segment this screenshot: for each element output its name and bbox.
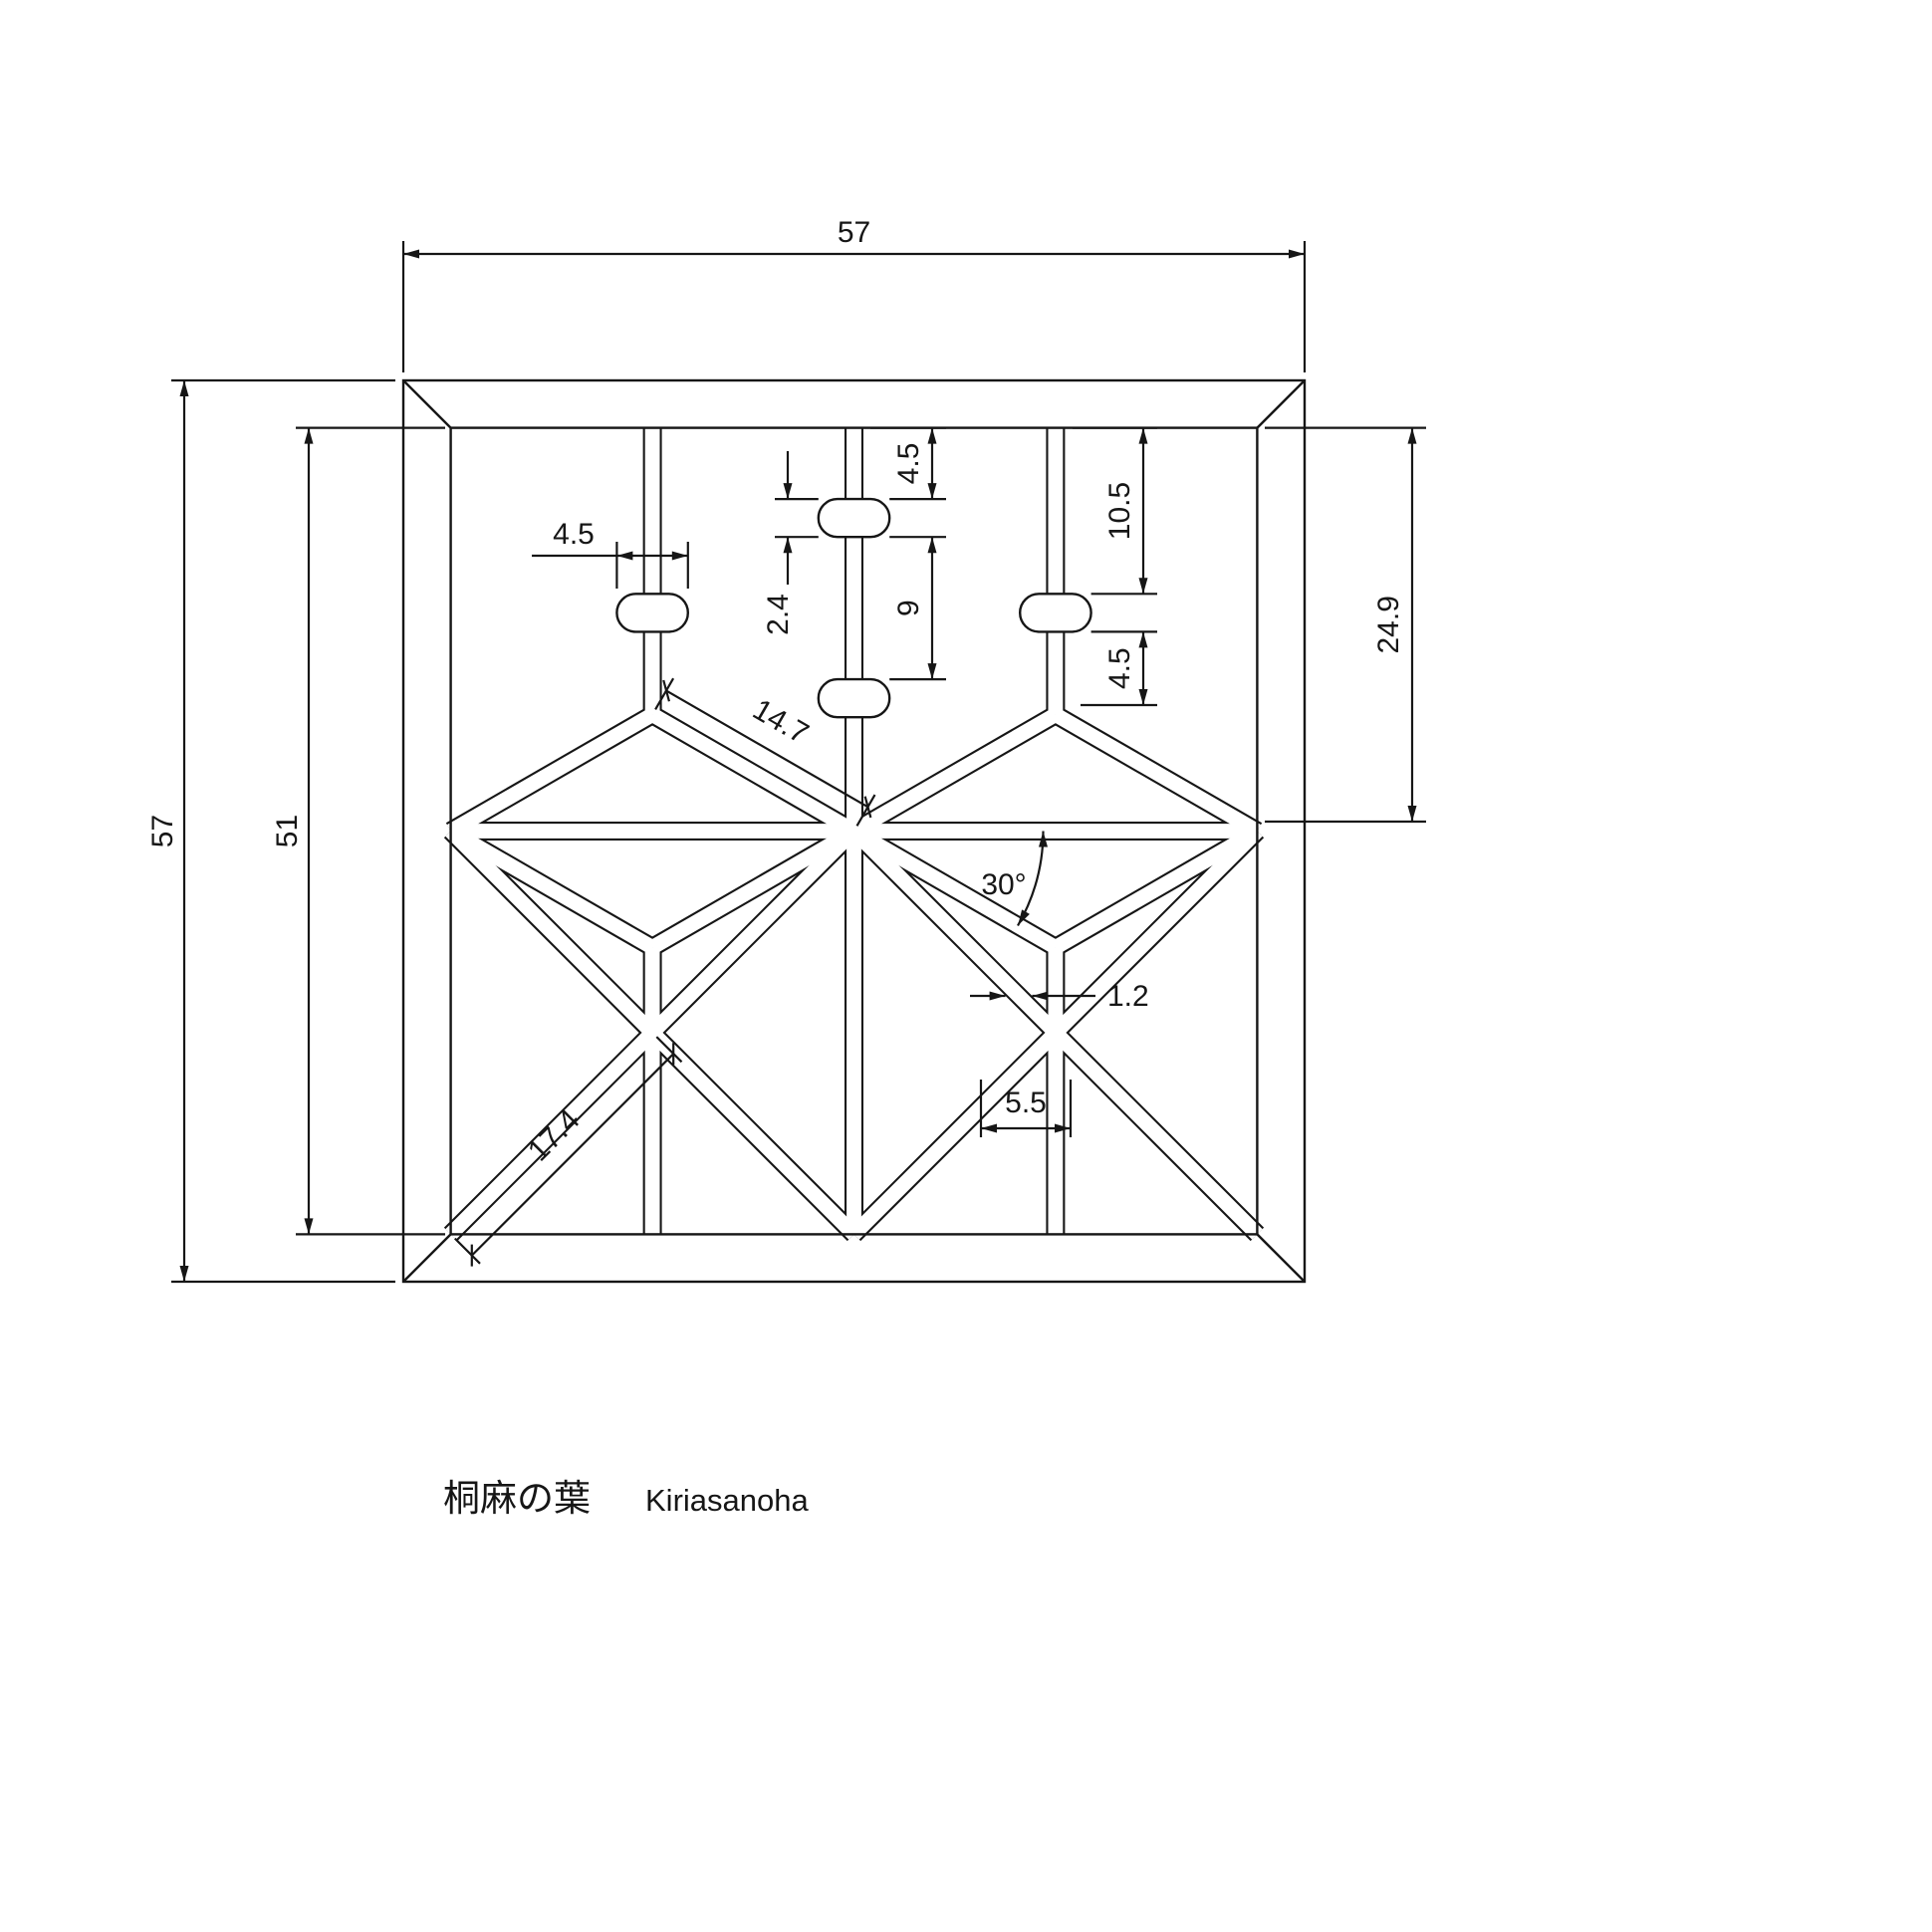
dim-overall-width: 57	[401, 216, 1307, 372]
frame-miter	[1256, 1233, 1306, 1283]
dim-label: 57	[146, 815, 179, 847]
frame-miter	[402, 1233, 452, 1283]
dim-top-to-center-rail: 24.9	[1265, 426, 1426, 824]
dimension-line	[471, 1053, 674, 1257]
frame-miter	[402, 379, 452, 429]
bead-center-upper	[817, 497, 891, 539]
dim-bead-spacing: 9	[889, 536, 946, 681]
dim-bead-offset-top: 4.5	[870, 426, 946, 501]
dim-label: 57	[838, 216, 870, 249]
dim-label: 2.4	[762, 594, 795, 635]
dim-side-bead-offset: 10.5	[1073, 426, 1157, 596]
pattern-title-japanese: 桐麻の葉	[443, 1478, 591, 1519]
dim-label: 30°	[981, 868, 1026, 901]
dim-side-bead-to-leaf: 4.5	[1081, 630, 1157, 707]
dim-label: 5.5	[1005, 1087, 1047, 1119]
dimensions: 57 57 51 4.5 4.5	[146, 216, 1426, 1284]
dim-label: 9	[892, 600, 925, 616]
extension-line	[654, 677, 675, 710]
bead-left	[615, 593, 690, 633]
dim-strip-width: 1.2	[970, 980, 1149, 1013]
oblique-tick	[863, 796, 872, 819]
frame-outer	[401, 378, 1307, 1284]
dim-label: 4.5	[892, 443, 925, 485]
dim-bead-width: 4.5	[532, 518, 689, 589]
dim-label: 24.9	[1372, 596, 1405, 653]
dim-inner-opening: 51	[271, 426, 445, 1236]
beads	[615, 497, 1092, 719]
oblique-tick	[662, 679, 671, 702]
extension-line	[855, 794, 876, 827]
dim-label: 1.2	[1107, 980, 1149, 1013]
dim-bead-thickness: 2.4	[762, 451, 819, 635]
title-block: 桐麻の葉 Kiriasanoha	[443, 1478, 809, 1519]
dimension-line	[665, 689, 869, 809]
pattern-title-romaji: Kiriasanoha	[645, 1483, 809, 1518]
extension-line	[655, 1036, 683, 1064]
frame	[401, 378, 1307, 1284]
dim-label: 10.5	[1103, 482, 1136, 540]
dim-overall-height: 57	[146, 378, 395, 1284]
dim-label: 4.5	[1103, 647, 1136, 689]
dim-label: 51	[271, 815, 304, 847]
dim-stem-offset: 5.5	[979, 1080, 1073, 1137]
frame-inner	[449, 426, 1259, 1236]
extension-line	[454, 1237, 481, 1265]
bead-center-lower	[817, 677, 891, 719]
frame-miter	[1256, 379, 1306, 429]
dim-label: 4.5	[553, 518, 595, 551]
angle-arc	[1017, 831, 1048, 927]
bead-right	[1018, 593, 1092, 633]
dim-leaf-angle: 30°	[981, 831, 1048, 927]
